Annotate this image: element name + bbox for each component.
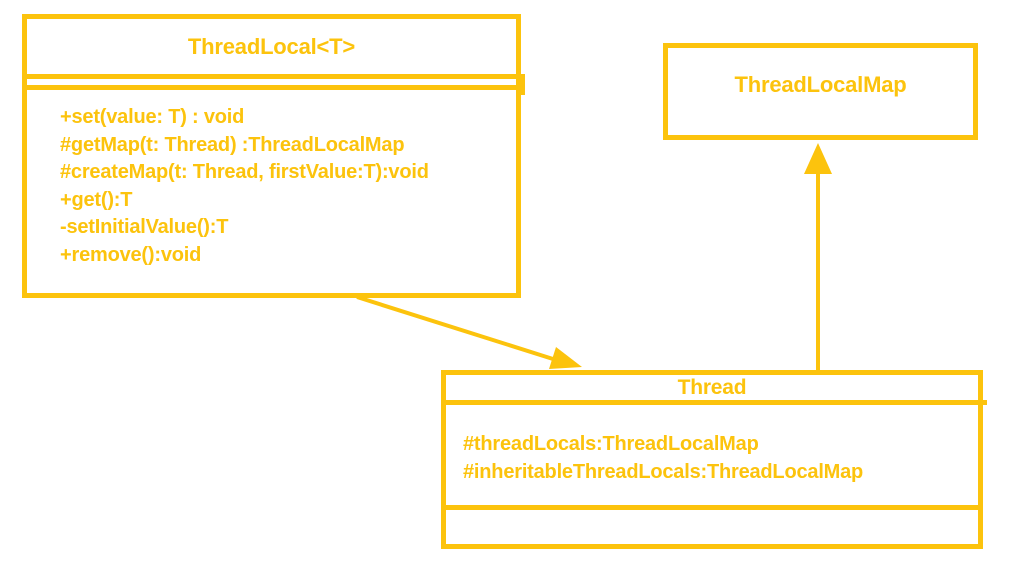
attributes-compartment-empty [27, 74, 525, 95]
method-createmap: #createMap(t: Thread, firstValue:T):void [60, 161, 429, 183]
class-name-threadlocal: ThreadLocal<T> [27, 19, 516, 79]
attribute-threadlocals: #threadLocals:ThreadLocalMap [463, 433, 759, 455]
class-name-threadlocalmap: ThreadLocalMap [734, 71, 907, 97]
method-setinitialvalue: -setInitialValue():T [60, 216, 229, 238]
class-box-threadlocal: ThreadLocal<T> +set(value: T) : void #ge… [22, 14, 525, 298]
class-box-threadlocalmap: ThreadLocalMap [663, 43, 978, 140]
class-name-thread: Thread [446, 375, 987, 405]
method-getmap: #getMap(t: Thread) :ThreadLocalMap [60, 133, 405, 156]
methods-compartment: +set(value: T) : void #getMap(t: Thread)… [27, 90, 516, 293]
methods-compartment-empty [446, 510, 978, 544]
method-remove: +remove():void [60, 243, 202, 266]
arrowhead-icon [804, 143, 832, 174]
arrowhead-icon [549, 347, 582, 369]
attribute-inheritablethreadlocals: #inheritableThreadLocals:ThreadLocalMap [463, 461, 864, 483]
attributes-compartment: #threadLocals:ThreadLocalMap #inheritabl… [446, 405, 978, 510]
method-set: +set(value: T) : void [60, 106, 245, 128]
arrow-threadlocal-to-thread [356, 295, 582, 369]
class-box-thread: Thread #threadLocals:ThreadLocalMap #inh… [441, 370, 987, 549]
arrow-line [356, 295, 554, 361]
arrow-thread-to-threadlocalmap [804, 143, 832, 371]
method-get: +get():T [60, 188, 133, 211]
